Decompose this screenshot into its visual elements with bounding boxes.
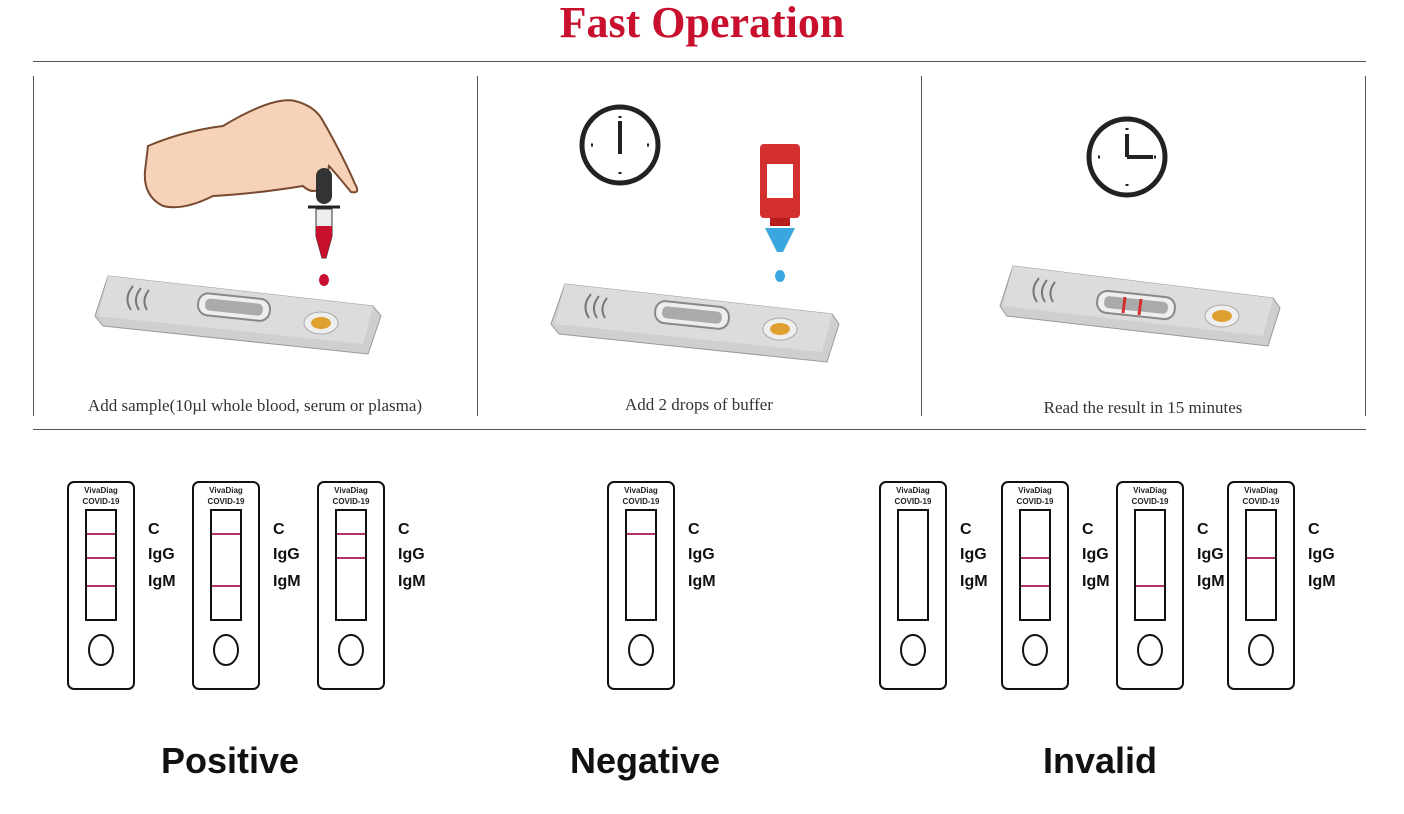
cassette-product: COVID-19 <box>1017 497 1054 506</box>
step-panel-add-sample: Add sample(10µl whole blood, serum or pl… <box>33 76 477 416</box>
test-device-icon <box>94 275 382 355</box>
result-window <box>1019 509 1051 621</box>
igm-line-label: IgM <box>398 573 426 590</box>
c-line-label: C <box>1082 521 1094 538</box>
add-buffer-illustration <box>550 104 840 363</box>
clock-15-minutes-icon <box>1086 116 1168 198</box>
step-caption: Read the result in 15 minutes <box>1043 398 1243 417</box>
panel-divider-1 <box>477 76 478 416</box>
result-label-negative: Negative <box>569 740 721 781</box>
result-window <box>85 509 117 621</box>
c-line-label: C <box>1308 521 1320 538</box>
hand-icon <box>143 99 359 209</box>
igg-line-label: IgG <box>273 546 300 563</box>
cassette-brand: VivaDiag <box>1133 486 1167 495</box>
igm-line-label: IgM <box>960 573 988 590</box>
igg-line-label: IgG <box>1197 546 1224 563</box>
cassette-brand: VivaDiag <box>1244 486 1278 495</box>
panel-border-left <box>33 76 34 416</box>
cassette-brand: VivaDiag <box>896 486 930 495</box>
result-window <box>1134 509 1166 621</box>
sample-well <box>1022 634 1048 666</box>
page-title: Fast Operation <box>559 0 845 47</box>
sample-well <box>900 634 926 666</box>
test-device-icon <box>999 265 1281 347</box>
middle-divider <box>33 429 1366 430</box>
result-window <box>335 509 367 621</box>
panel-border-right <box>1365 76 1366 416</box>
c-line-label: C <box>960 521 972 538</box>
cassette-product: COVID-19 <box>895 497 932 506</box>
cassette-product: COVID-19 <box>83 497 120 506</box>
sample-well <box>88 634 114 666</box>
read-result-illustration <box>999 116 1281 347</box>
sample-well <box>1137 634 1163 666</box>
cassette-product: COVID-19 <box>1243 497 1280 506</box>
igm-line-label: IgM <box>1082 573 1110 590</box>
result-label-invalid: Invalid <box>1042 740 1158 781</box>
sample-well <box>628 634 654 666</box>
step-caption: Add sample(10µl whole blood, serum or pl… <box>87 396 423 415</box>
cassette-product: COVID-19 <box>333 497 370 506</box>
clock-start-icon <box>579 104 661 186</box>
igm-line-label: IgM <box>148 573 176 590</box>
top-divider <box>33 61 1366 62</box>
buffer-bottle-icon <box>760 144 800 282</box>
cassette-brand: VivaDiag <box>209 486 243 495</box>
result-window <box>897 509 929 621</box>
result-window <box>625 509 657 621</box>
cassette-product: COVID-19 <box>1132 497 1169 506</box>
igg-line-label: IgG <box>1308 546 1335 563</box>
step-panel-read-result: Read the result in 15 minutes <box>921 76 1365 417</box>
igm-line-label: IgM <box>1197 573 1225 590</box>
igg-line-label: IgG <box>398 546 425 563</box>
igm-line-label: IgM <box>1308 573 1336 590</box>
cassette-brand: VivaDiag <box>624 486 658 495</box>
sample-well <box>213 634 239 666</box>
c-line-label: C <box>688 521 700 538</box>
result-label-positive: Positive <box>160 740 300 781</box>
step-panel-add-buffer: Add 2 drops of buffer <box>477 76 921 416</box>
result-window <box>1245 509 1277 621</box>
sample-well <box>1248 634 1274 666</box>
igm-line-label: IgM <box>273 573 301 590</box>
dropper-icon <box>308 168 340 286</box>
cassette-brand: VivaDiag <box>1018 486 1052 495</box>
igg-line-label: IgG <box>148 546 175 563</box>
c-line-label: C <box>398 521 410 538</box>
cassette-brand: VivaDiag <box>334 486 368 495</box>
test-device-icon <box>550 283 840 363</box>
result-window <box>210 509 242 621</box>
igg-line-label: IgG <box>1082 546 1109 563</box>
igg-line-label: IgG <box>960 546 987 563</box>
step-caption: Add 2 drops of buffer <box>625 395 773 414</box>
c-line-label: C <box>273 521 285 538</box>
cassette-product: COVID-19 <box>208 497 245 506</box>
c-line-label: C <box>1197 521 1209 538</box>
igm-line-label: IgM <box>688 573 716 590</box>
add-sample-illustration <box>94 99 382 355</box>
cassette-brand: VivaDiag <box>84 486 118 495</box>
c-line-label: C <box>148 521 160 538</box>
igg-line-label: IgG <box>688 546 715 563</box>
cassette-product: COVID-19 <box>623 497 660 506</box>
panel-divider-2 <box>921 76 922 416</box>
sample-well <box>338 634 364 666</box>
